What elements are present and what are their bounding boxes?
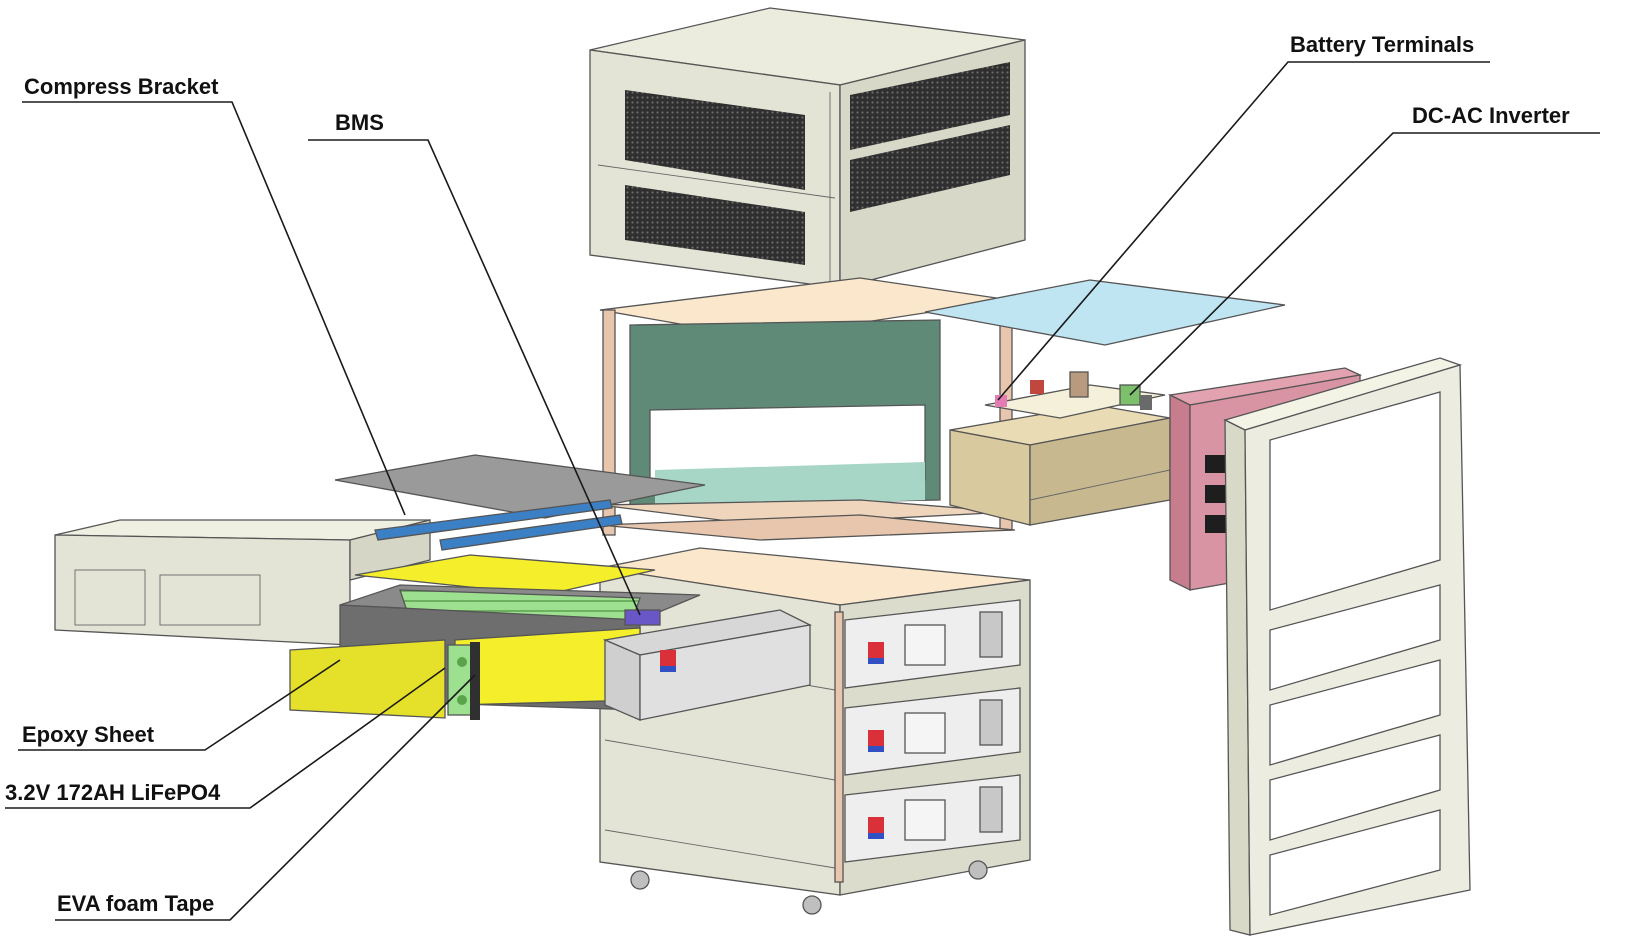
- callout-labels: Compress Bracket BMS Battery Terminals D…: [5, 32, 1570, 916]
- label-cell: 3.2V 172AH LiFePO4: [5, 780, 221, 805]
- leader-lines: [5, 61, 1600, 921]
- label-epoxy-sheet: Epoxy Sheet: [22, 722, 155, 747]
- epoxy-sheet-part: [289, 639, 446, 719]
- front-door: [1223, 357, 1471, 936]
- top-cover: [589, 7, 1026, 289]
- top-plate: [334, 454, 706, 519]
- vent-mesh: [625, 185, 805, 265]
- battery-drawer: [844, 687, 1021, 776]
- bms-part: [624, 609, 661, 626]
- glass-plate: [924, 279, 1286, 346]
- leader-epoxy-sheet: [18, 659, 341, 751]
- battery-drawer: [844, 599, 1021, 689]
- vent-mesh: [625, 90, 805, 190]
- leader-cell: [5, 667, 446, 809]
- exploded-module: [54, 454, 813, 721]
- compress-bracket-part: [374, 499, 613, 541]
- leader-compress-bracket: [22, 101, 406, 516]
- compress-bracket-part: [439, 514, 623, 551]
- vent-mesh: [850, 62, 1010, 150]
- label-bms: BMS: [335, 110, 384, 135]
- leader-battery-terminals: [997, 61, 1490, 401]
- vent-mesh: [850, 125, 1010, 212]
- label-battery-terminals: Battery Terminals: [1290, 32, 1474, 57]
- label-dc-ac-inverter: DC-AC Inverter: [1412, 103, 1570, 128]
- upper-frame: [599, 277, 1016, 541]
- leader-bms: [308, 139, 641, 616]
- battery-drawer: [844, 774, 1021, 863]
- leader-eva-foam-tape: [55, 674, 476, 921]
- leader-dc-ac-inverter: [1129, 132, 1600, 396]
- label-eva-foam-tape: EVA foam Tape: [57, 891, 214, 916]
- label-compress-bracket: Compress Bracket: [24, 74, 219, 99]
